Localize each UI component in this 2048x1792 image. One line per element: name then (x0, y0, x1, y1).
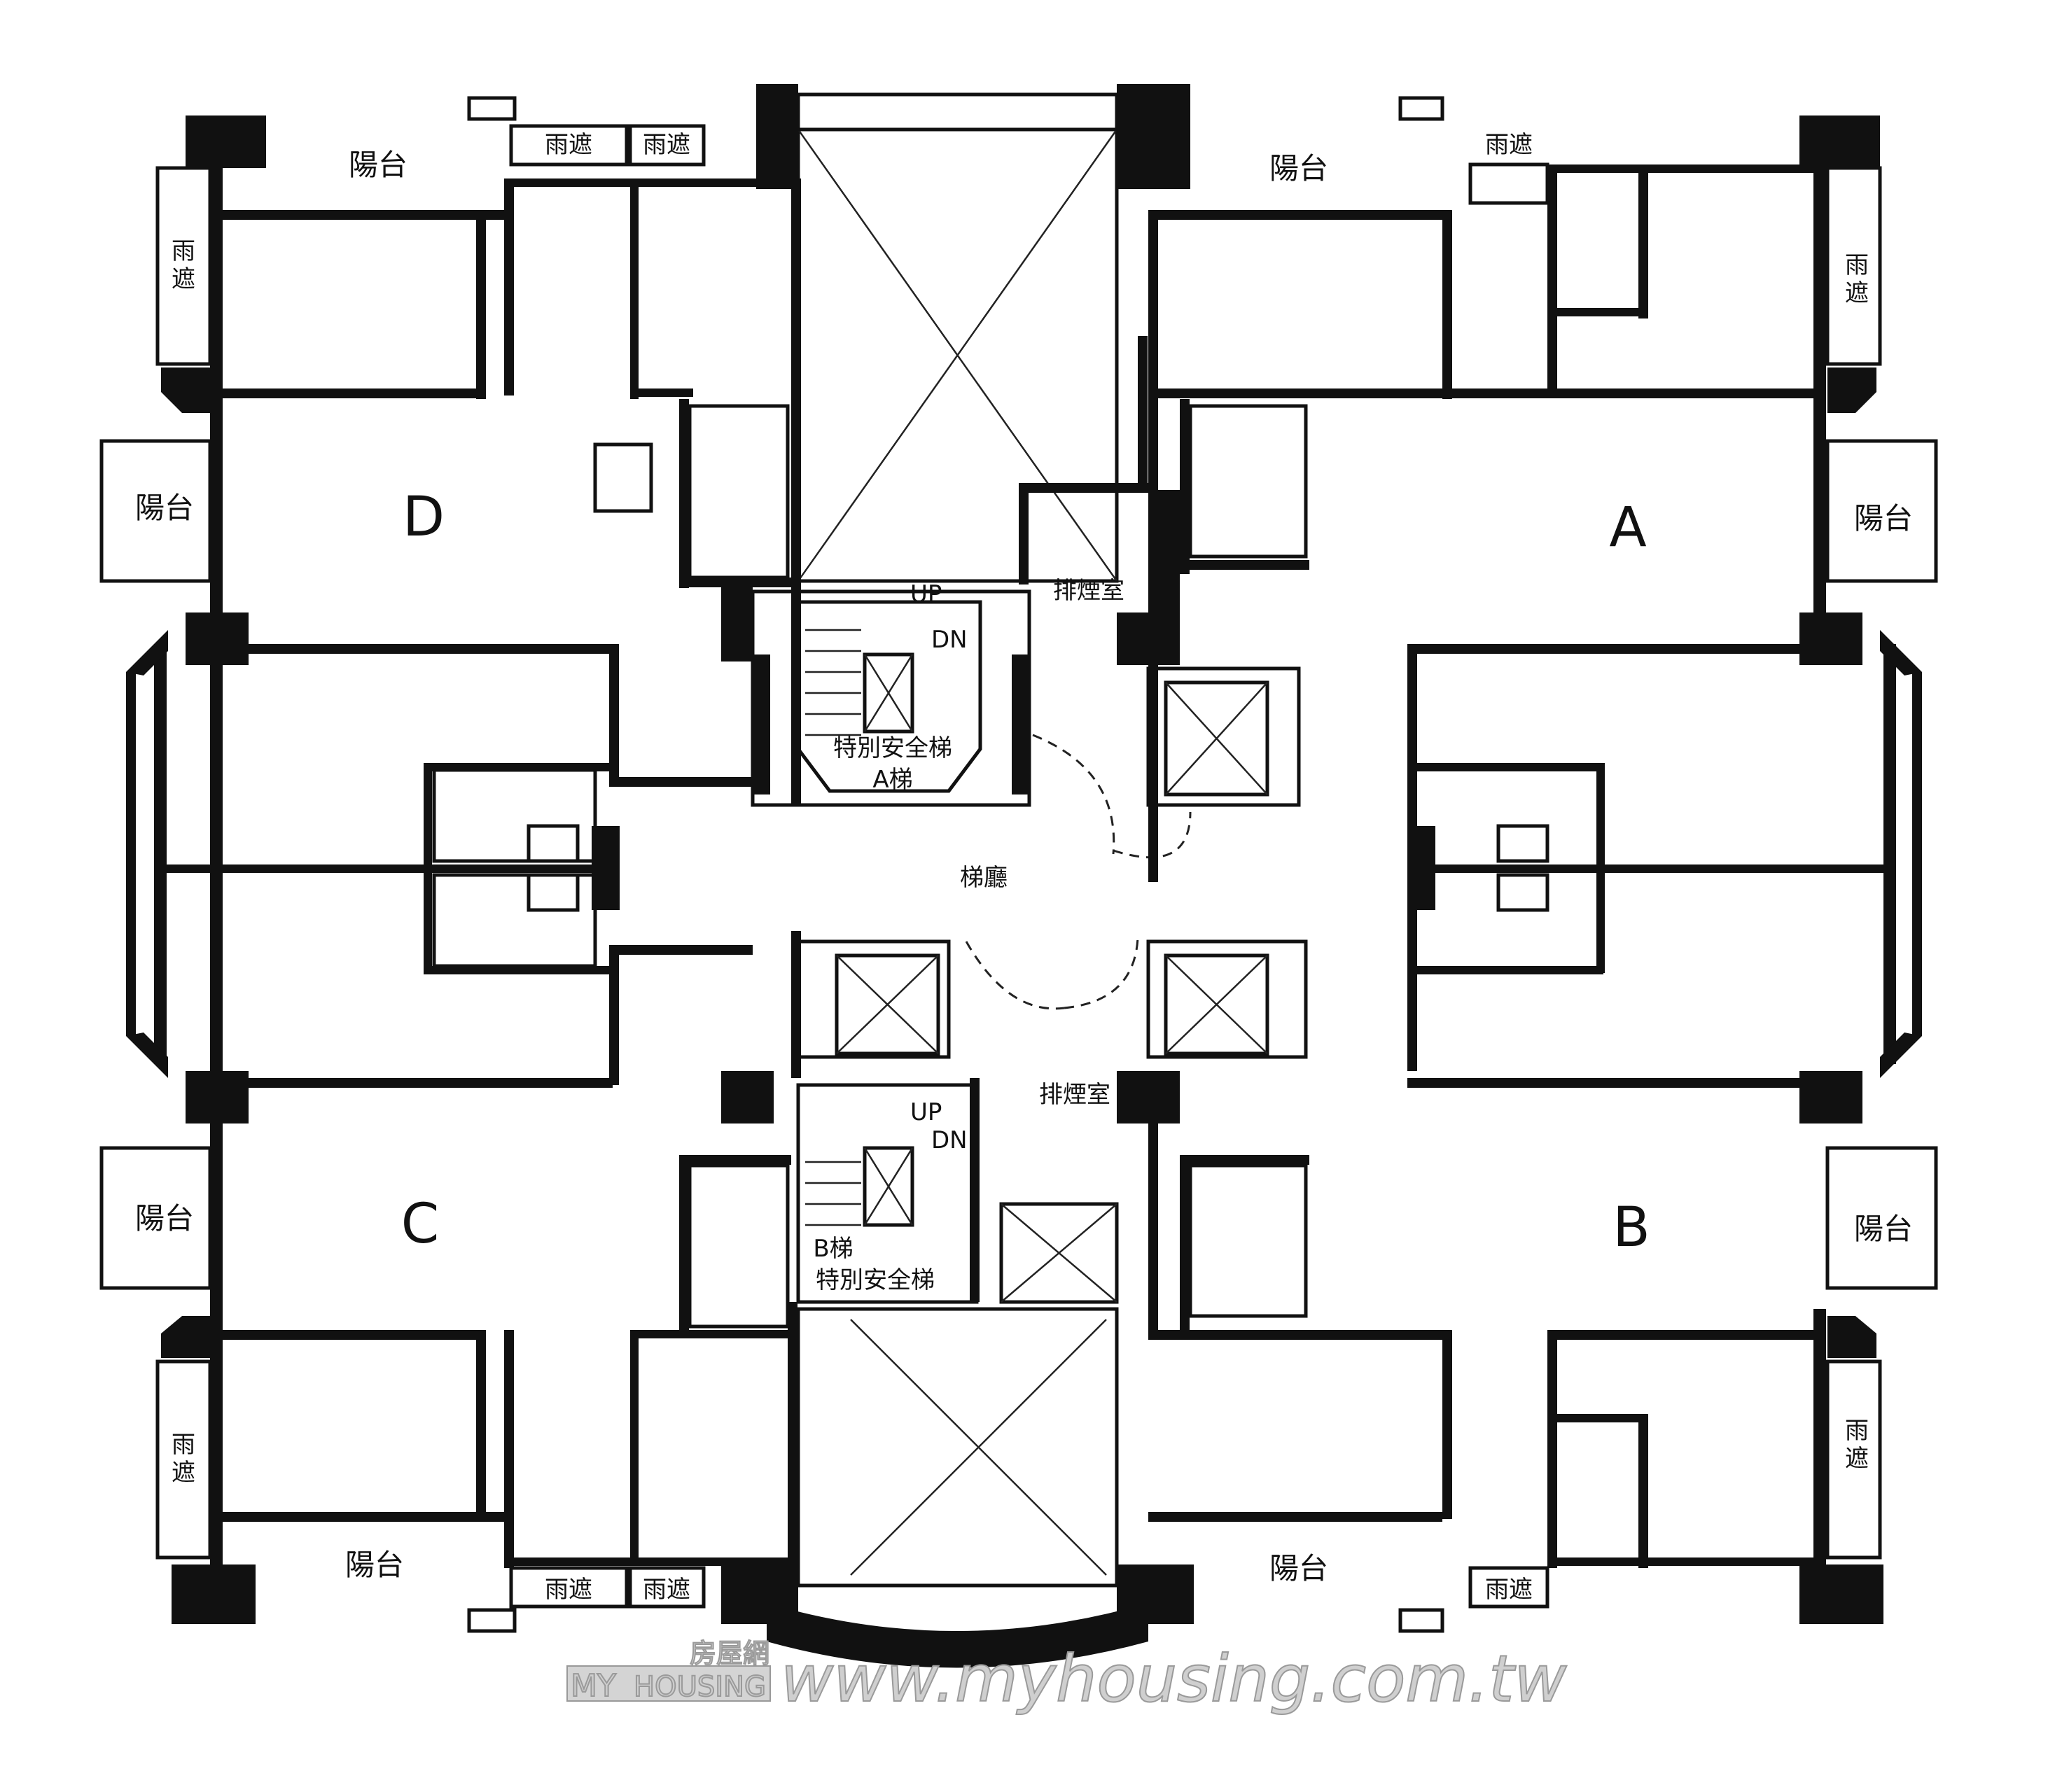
canopy-label: 雨遮 (1485, 1576, 1533, 1604)
unit-a-walls (1148, 96, 1938, 1088)
unit-label-c: C (401, 1193, 439, 1256)
special-stair-label: 特別安全梯 (816, 1266, 935, 1294)
watermark-site-url: www.myhousing.com.tw (781, 1642, 1567, 1716)
stair-down-label: DN (931, 626, 968, 654)
stair-b-label: B梯 (813, 1235, 853, 1263)
unit-label-b: B (1612, 1196, 1650, 1259)
stair-up-label: UP (910, 1098, 942, 1126)
unit-b-walls (1148, 1078, 1938, 1633)
canopy-label: 雨遮 (643, 131, 690, 159)
balcony-label: 陽台 (349, 148, 407, 182)
stair-a-label: A梯 (872, 766, 912, 794)
special-stair-label: 特別安全梯 (833, 734, 952, 762)
canopy-label-vertical-bottom: 遮 (172, 265, 195, 293)
canopy-label-vertical-bottom: 遮 (1845, 279, 1869, 307)
canopy-label-vertical-top: 雨 (172, 1431, 195, 1459)
stair-up-label: UP (910, 580, 942, 608)
unit-d-walls (99, 96, 801, 1560)
canopy-label-vertical-top: 雨 (172, 237, 195, 265)
balcony-label: 陽台 (345, 1548, 404, 1582)
smoke-exhaust-room-label: 排煙室 (1053, 577, 1124, 605)
unit-label-a: A (1609, 496, 1646, 559)
watermark: MY HOUSING 房屋網 www.myhousing.com.tw (566, 1637, 1568, 1717)
watermark-brand-housing: HOUSING (634, 1671, 766, 1703)
balcony-label: 陽台 (1854, 501, 1913, 536)
smoke-exhaust-room-label: 排煙室 (1039, 1081, 1110, 1109)
room-labels: D A C B 陽台 陽台 陽台 陽台 陽台 陽台 陽台 陽台 雨遮 雨遮 雨遮… (135, 131, 1913, 1604)
canopy-label: 雨遮 (545, 1576, 592, 1604)
canopy-label-vertical-top: 雨 (1845, 1417, 1869, 1445)
stair-down-label: DN (931, 1126, 968, 1154)
balcony-label: 陽台 (135, 491, 194, 525)
elevator-hall-label: 梯廳 (960, 864, 1008, 892)
watermark-brand-zh: 房屋網 (690, 1638, 769, 1669)
balcony-label: 陽台 (1269, 1551, 1328, 1586)
balcony-label: 陽台 (1854, 1212, 1913, 1246)
canopy-label-vertical-top: 雨 (1845, 251, 1869, 279)
canopy-label-vertical-bottom: 遮 (172, 1459, 195, 1487)
watermark-brand-my: MY (571, 1668, 616, 1704)
central-core (751, 92, 1308, 1668)
unit-label-d: D (403, 486, 445, 549)
balcony-label: 陽台 (1269, 151, 1328, 186)
unit-c-walls (210, 1155, 797, 1633)
balcony-label: 陽台 (135, 1201, 194, 1236)
canopy-label: 雨遮 (1485, 131, 1533, 159)
canopy-label: 雨遮 (545, 131, 592, 159)
canopy-label: 雨遮 (643, 1576, 690, 1604)
canopy-label-vertical-bottom: 遮 (1845, 1445, 1869, 1473)
